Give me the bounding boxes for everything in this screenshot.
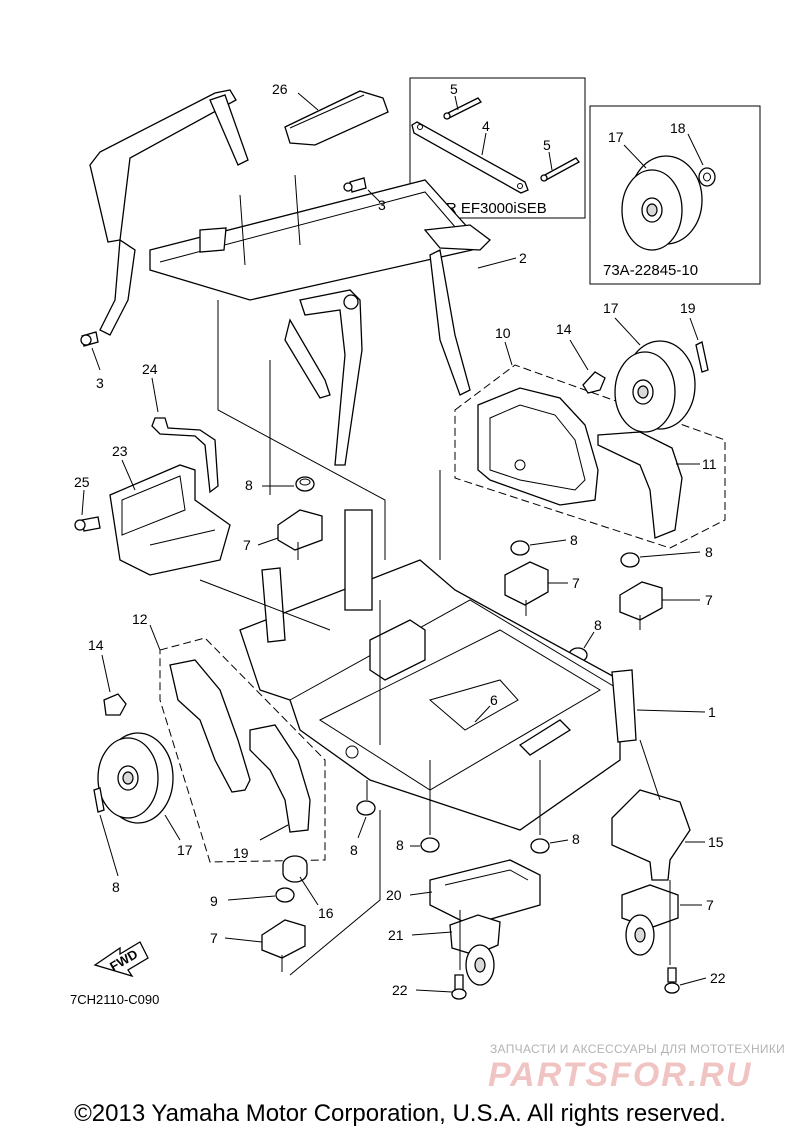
nut-part-8-lower-right: [530, 838, 550, 854]
callout-11: 11: [702, 456, 717, 472]
callout-1: 1: [708, 704, 716, 720]
callout-7b: 7: [572, 575, 580, 591]
wheel-part-17-upper: [614, 340, 696, 433]
diagram-code: 7CH2110-C090: [70, 992, 159, 1007]
callout-9: 16: [318, 905, 334, 921]
bracket-part-16: [429, 859, 541, 926]
caster-part-21: [449, 914, 501, 986]
main-frame-part-1: [239, 509, 637, 831]
mount-part-7-upper-left: [277, 509, 323, 560]
callout-12: 12: [132, 611, 148, 627]
nut-part-8-upper-left: [295, 476, 315, 492]
battery-tray-part-23: [109, 464, 231, 576]
callout-26: 26: [272, 81, 288, 97]
wheel-part-17-inset: [621, 155, 703, 251]
wheel-housing-part-12: [169, 659, 251, 793]
callout-13: 19: [233, 845, 249, 861]
callout-17c: 17: [177, 842, 193, 858]
nut-part-8-lower-center: [356, 800, 376, 816]
bolt-part-3-lower: [80, 331, 99, 347]
callout-14a: 14: [556, 321, 572, 337]
wheel-part-17-lower: [97, 732, 174, 824]
copyright-notice: ©2013 Yamaha Motor Corporation, U.S.A. A…: [74, 1100, 726, 1127]
callout-3b: 3: [96, 375, 104, 391]
cushion-part-26: [284, 90, 389, 146]
bolt-part-5-upper: [443, 97, 482, 120]
callout-8g: 8: [572, 831, 580, 847]
watermark-logo: PARTSFOR.RU: [488, 1056, 753, 1094]
inset-box-73a: 17 18 73A-22845-10: [589, 105, 761, 285]
bolt-part-5-lower: [540, 157, 580, 182]
strap-part-24: [151, 417, 219, 494]
callout-7a: 7: [243, 537, 251, 553]
callout-5a: 5: [450, 81, 458, 97]
callout-20: 7: [706, 897, 714, 913]
callout-25: 25: [74, 474, 90, 490]
callout-24: 24: [142, 361, 158, 377]
callout-17b: 17: [603, 300, 619, 316]
callout-3a: 3: [378, 197, 386, 213]
callout-5b: 5: [543, 137, 551, 153]
callout-8h: 9: [210, 893, 218, 909]
watermark-tagline: ЗАПЧАСТИ И АКСЕССУАРЫ ДЛЯ МОТОТЕХНИКИ: [490, 1042, 786, 1056]
dashed-group-10: [454, 364, 726, 549]
inset-box-ef3000iseb: 5 4 5 FOR EF3000iSEB: [409, 77, 586, 219]
inset-b-label: 73A-22845-10: [603, 262, 698, 279]
callout-15: 15: [708, 834, 724, 850]
nut-part-8-lower-left: [420, 837, 440, 853]
bolt-part-3-upper: [343, 177, 367, 193]
callout-22b: 22: [710, 970, 726, 986]
callout-8b: 8: [570, 532, 578, 548]
nut-part-8-bottom: [275, 887, 295, 903]
callout-19b: 8: [112, 879, 120, 895]
callout-7d: 7: [210, 930, 218, 946]
callout-16: 20: [386, 887, 402, 903]
callout-7c: 7: [705, 592, 713, 608]
callout-8a: 8: [245, 477, 253, 493]
bolt-part-22-right: [664, 967, 680, 994]
callout-17-inset: 17: [608, 129, 624, 145]
washer-part-18: [698, 167, 716, 187]
fender-part-13: [249, 724, 311, 833]
mount-part-7-upper-right: [619, 581, 663, 630]
dashed-group-12: [159, 637, 326, 863]
grommet-part-14-lower: [103, 693, 127, 716]
callout-8e: 8: [350, 842, 358, 858]
nut-part-8-upper-right: [620, 552, 640, 568]
callout-8c: 8: [705, 544, 713, 560]
callout-4: 4: [482, 118, 490, 134]
fwd-arrow-icon: FWD: [93, 941, 149, 978]
frame-handle-part-2: [89, 89, 491, 466]
pin-part-19-lower: [93, 787, 105, 813]
callout-8f: 8: [396, 837, 404, 853]
callout-23: 23: [112, 443, 128, 459]
pin-part-19-upper: [695, 341, 709, 373]
plug-part-9: [282, 855, 308, 883]
callout-8d: 8: [594, 617, 602, 633]
callout-14b: 14: [88, 637, 104, 653]
inset-a-label: FOR EF3000iSEB: [425, 200, 547, 217]
callout-19a: 19: [680, 300, 696, 316]
assembly-lines: [199, 300, 671, 976]
callout-22a: 22: [392, 982, 408, 998]
bracket-part-15: [611, 789, 691, 881]
wheel-housing-part-10: [477, 387, 599, 506]
mount-part-7-bottom: [261, 919, 306, 972]
fender-part-11: [597, 431, 683, 539]
mount-part-7-upper-mid: [504, 561, 549, 616]
callout-10: 10: [495, 325, 511, 341]
grommet-part-14-upper: [582, 371, 606, 394]
bolt-part-25: [74, 516, 101, 532]
callout-18: 18: [670, 120, 686, 136]
bolt-part-22-left: [451, 974, 467, 1000]
callout-21: 21: [388, 927, 404, 943]
nut-part-8-upper-mid: [510, 540, 530, 556]
callout-2: 2: [519, 250, 527, 266]
bracket-part-4: [411, 121, 529, 194]
callout-6: 6: [490, 692, 498, 708]
caster-part-20: [621, 884, 679, 956]
